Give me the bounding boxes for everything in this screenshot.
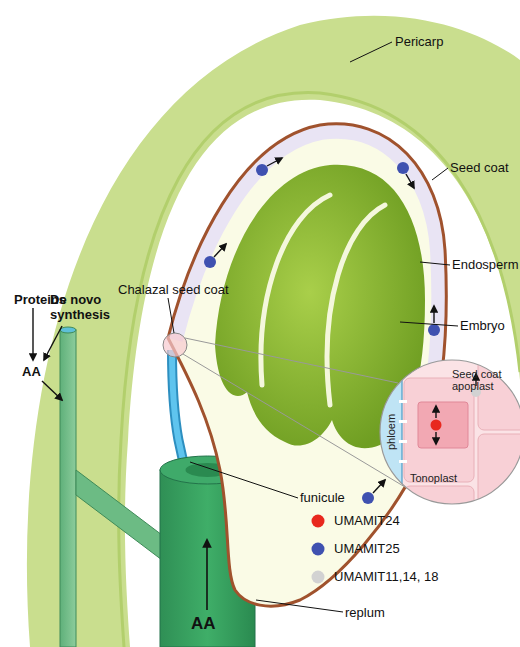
part-label: Embryo bbox=[460, 318, 505, 333]
pericarp-inner-layer bbox=[119, 93, 520, 647]
legend-swatch bbox=[312, 571, 325, 584]
flow-arrow bbox=[32, 308, 33, 360]
part-label: funicule bbox=[300, 490, 345, 505]
seed-body bbox=[168, 124, 446, 606]
zoom-label: Tonoplast bbox=[410, 472, 457, 484]
part-label: replum bbox=[345, 605, 385, 620]
replum-arrow bbox=[206, 540, 208, 610]
vein-bridge bbox=[76, 470, 162, 560]
part-label: De novo synthesis bbox=[50, 292, 122, 322]
part-label: AA bbox=[22, 364, 41, 379]
phloem-band: phloem bbox=[380, 386, 402, 478]
legend-swatch bbox=[312, 543, 325, 556]
seed-coat-outline bbox=[168, 124, 446, 606]
legend-text: UMAMIT24 bbox=[334, 513, 400, 528]
leader-lines bbox=[168, 42, 458, 612]
vein-top bbox=[60, 327, 76, 333]
pericarp-shape bbox=[27, 16, 520, 647]
part-label: Seed coat bbox=[450, 160, 509, 175]
flow-arrow bbox=[44, 326, 62, 360]
cotyledon-gap bbox=[327, 205, 385, 405]
part-label: Chalazal seed coat bbox=[118, 282, 229, 297]
chalazal-circle bbox=[163, 333, 187, 357]
vascular-vein bbox=[60, 330, 76, 647]
zoom-line bbox=[185, 338, 398, 383]
flow-arrow bbox=[42, 381, 62, 400]
zoom-circle: Seed coat apoplastTonoplast phloem bbox=[380, 360, 520, 504]
zoom-interior bbox=[378, 360, 520, 516]
legend-swatch bbox=[312, 515, 325, 528]
zoom-outline-circle bbox=[380, 360, 520, 504]
legend-text: UMAMIT11,14, 18 bbox=[334, 569, 439, 584]
legend-text: UMAMIT25 bbox=[334, 541, 400, 556]
band-label: phloem bbox=[385, 414, 397, 450]
zoom-label: Seed coat apoplast bbox=[452, 368, 514, 392]
part-label: Pericarp bbox=[395, 34, 443, 49]
part-label: AA bbox=[191, 616, 216, 631]
part-label: Endosperm bbox=[452, 257, 518, 272]
